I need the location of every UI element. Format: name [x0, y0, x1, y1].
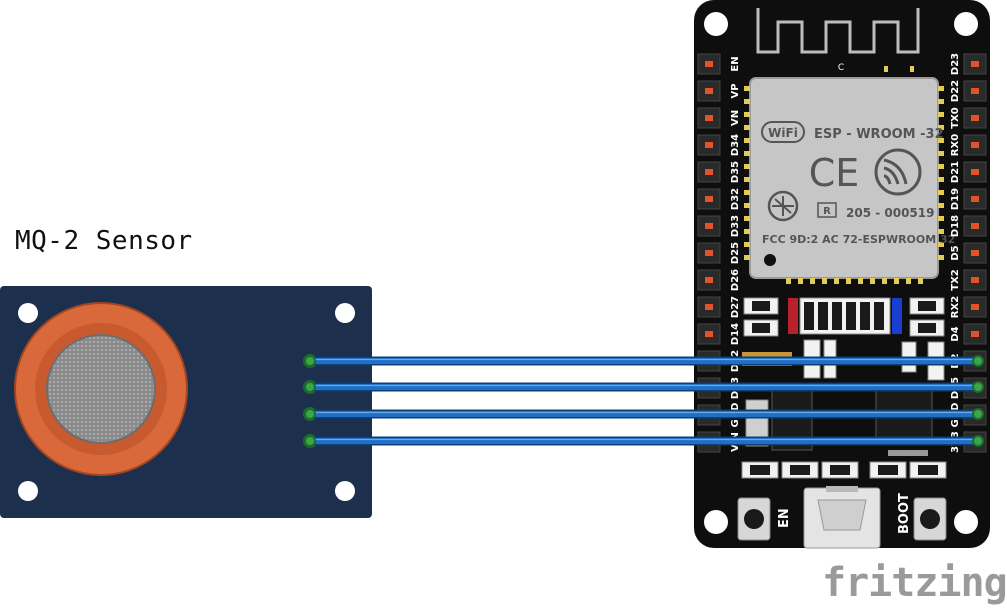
left-pin-label: D33	[730, 215, 741, 237]
left-pin-label: EN	[730, 56, 741, 71]
mount-hole-bottom-left	[18, 481, 38, 501]
wire[interactable]	[304, 408, 984, 420]
right-pin[interactable]	[963, 134, 987, 156]
wifi-logo-icon	[761, 121, 805, 143]
pcb-antenna	[756, 8, 920, 54]
pin1-dot	[764, 254, 776, 266]
mount-hole-bottom-right	[335, 481, 355, 501]
left-pin-label: D35	[730, 161, 741, 183]
right-pin-label: D19	[950, 188, 961, 210]
esp-hole-bottom-right	[954, 510, 978, 534]
right-pin-label: D22	[950, 80, 961, 102]
right-pin-label: RX0	[950, 134, 961, 156]
micro-usb-port[interactable]	[803, 486, 881, 549]
mq2-sensor-module	[0, 286, 372, 518]
left-pin-label: D14	[730, 323, 741, 345]
right-pin[interactable]	[963, 161, 987, 183]
wire[interactable]	[304, 435, 984, 447]
module-pads-left	[744, 86, 750, 260]
module-pads-right	[938, 86, 944, 260]
fritzing-logo: fritzing	[822, 560, 1007, 606]
led-red	[788, 298, 798, 334]
right-pin[interactable]	[963, 107, 987, 129]
reg-mark-box	[817, 202, 837, 218]
left-pin-labels: ENVPVND34D35D32D33D25D26D27D14D12D13GNDV…	[730, 56, 741, 452]
left-pin[interactable]	[697, 161, 721, 183]
right-pin-label: D5	[950, 245, 961, 260]
left-pin-label: D27	[730, 296, 741, 318]
right-pin[interactable]	[963, 296, 987, 318]
right-pin[interactable]	[963, 215, 987, 237]
espressif-logo-icon	[874, 148, 922, 196]
right-pin-label: D4	[950, 326, 961, 341]
right-pin-label: D18	[950, 215, 961, 237]
left-pin[interactable]	[697, 80, 721, 102]
left-pin-label: VN	[730, 110, 741, 126]
boot-button[interactable]	[913, 497, 947, 541]
smd-components	[741, 297, 947, 479]
led-blue	[892, 298, 902, 334]
left-pin[interactable]	[697, 53, 721, 75]
wire[interactable]	[304, 355, 984, 367]
ce-mark: CE	[809, 151, 860, 195]
mount-hole-top-right	[335, 303, 355, 323]
reg-mark: R	[823, 206, 831, 217]
left-pin[interactable]	[697, 188, 721, 210]
fcc-line: FCC 9D:2 AC 72-ESPWROOM 32	[762, 233, 955, 246]
left-pin-label: D25	[730, 242, 741, 264]
right-pin-label: TX0	[950, 107, 961, 129]
wire[interactable]	[304, 381, 984, 393]
right-pin[interactable]	[963, 188, 987, 210]
left-pin[interactable]	[697, 134, 721, 156]
telec-mark-icon	[767, 190, 799, 222]
right-pin[interactable]	[963, 323, 987, 345]
right-pin-label: RX2	[950, 296, 961, 318]
sensor-mesh	[46, 334, 156, 444]
boot-button-label: BOOT	[897, 493, 912, 534]
en-button-label: EN	[777, 508, 792, 528]
left-pin-label: VP	[730, 83, 741, 98]
esp-hole-bottom-left	[704, 510, 728, 534]
right-pin[interactable]	[963, 269, 987, 291]
esp-hole-top-right	[954, 12, 978, 36]
module-id: 205 - 000519	[846, 206, 934, 220]
right-pin-label: TX2	[950, 269, 961, 291]
right-pin[interactable]	[963, 53, 987, 75]
esp32-devkit: C WiFi ESP - WROOM -32 CE R 205 - 000519…	[694, 0, 990, 549]
module-pads-bottom	[786, 278, 923, 284]
right-pin[interactable]	[963, 80, 987, 102]
left-pin[interactable]	[697, 296, 721, 318]
wifi-logo-text: WiFi	[768, 126, 798, 140]
left-pin-label: D32	[730, 188, 741, 210]
antenna-label: C	[838, 63, 844, 73]
right-pin-label: D23	[950, 53, 961, 75]
left-pin-label: D26	[730, 269, 741, 291]
mount-hole-top-left	[18, 303, 38, 323]
right-pin[interactable]	[963, 242, 987, 264]
left-pin-label: D34	[730, 134, 741, 156]
right-pin-header	[963, 53, 987, 453]
left-pin[interactable]	[697, 323, 721, 345]
left-pin-header	[697, 53, 721, 453]
left-pin[interactable]	[697, 215, 721, 237]
en-button[interactable]	[737, 497, 771, 541]
esp-hole-top-left	[704, 12, 728, 36]
wires	[304, 355, 984, 447]
left-pin[interactable]	[697, 269, 721, 291]
module-name: ESP - WROOM -32	[814, 127, 944, 142]
right-pin-label: D21	[950, 161, 961, 183]
sensor-title: MQ-2 Sensor	[15, 226, 193, 256]
left-pin[interactable]	[697, 107, 721, 129]
right-pin-labels: D23D22TX0RX0D21D19D18D5TX2RX2D4D2D15GND3…	[950, 53, 961, 453]
left-pin[interactable]	[697, 242, 721, 264]
